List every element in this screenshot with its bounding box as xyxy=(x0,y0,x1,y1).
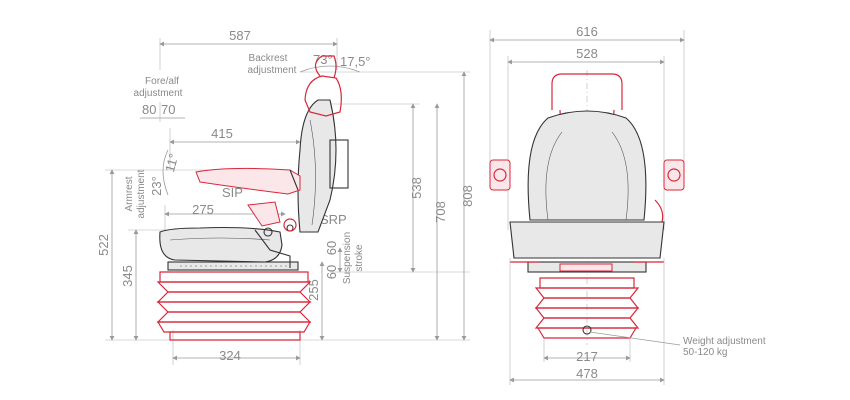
front-seat-cushion xyxy=(509,221,665,259)
srp-label: SRP xyxy=(320,212,347,227)
weight-range-label: 50-120 kg xyxy=(683,347,727,358)
side-slide-rail xyxy=(167,261,299,271)
angle-17-5-label: 17,5° xyxy=(340,54,371,69)
weight-adjustment-label: Weight adjustment xyxy=(683,336,766,347)
armrest-label-line2: adjustment xyxy=(136,169,147,218)
dim-324-label: 324 xyxy=(219,348,241,363)
dim-275-label: 275 xyxy=(192,202,214,217)
front-backrest xyxy=(527,110,647,221)
fore-aft-label-line2: adjustment xyxy=(134,88,183,99)
dim-345-label: 345 xyxy=(120,265,135,287)
side-armrest xyxy=(195,167,301,195)
side-view: 587 Backrest adjustment 73° 17,5° Fore/a… xyxy=(96,28,475,365)
dim-255-label: 255 xyxy=(306,279,321,301)
suspension-label-line2: stroke xyxy=(354,244,365,272)
side-sip-marker xyxy=(247,201,281,227)
fore-aft-label-line1: Fore/alf xyxy=(145,76,179,87)
dim-522-label: 522 xyxy=(96,234,111,256)
side-headrest xyxy=(304,75,342,117)
dim-478-label: 478 xyxy=(576,366,598,381)
armrest-label-line1: Armrest xyxy=(124,176,135,211)
dim-808-label: 808 xyxy=(460,185,475,207)
dim-80-label: 80 xyxy=(142,102,156,117)
sip-label: SIP xyxy=(222,185,243,200)
dim-616-label: 616 xyxy=(576,24,598,39)
dim-538-label: 538 xyxy=(409,177,424,199)
dim-70-label: 70 xyxy=(161,102,175,117)
angle-23-label: 23° xyxy=(149,176,164,196)
dim-60b-label: 60 xyxy=(324,265,339,279)
suspension-label-line1: Suspension xyxy=(342,232,353,284)
dim-587-label: 587 xyxy=(229,28,251,43)
front-armrest-left xyxy=(489,159,511,191)
backrest-label-line1: Backrest xyxy=(249,53,288,64)
front-armrest-right xyxy=(663,159,685,191)
front-view: 616 528 xyxy=(489,24,766,385)
front-headrest xyxy=(551,73,623,110)
side-bellows xyxy=(156,271,312,341)
dim-217-label: 217 xyxy=(576,349,598,364)
dim-415-label: 415 xyxy=(211,126,233,141)
angle-11-label: 11° xyxy=(162,152,181,174)
backrest-label-line2: adjustment xyxy=(248,65,297,76)
dim-708-label: 708 xyxy=(433,201,448,223)
dim-528-label: 528 xyxy=(576,46,598,61)
side-seat-cushion xyxy=(159,226,283,263)
dim-60-label: 60 xyxy=(324,241,339,255)
